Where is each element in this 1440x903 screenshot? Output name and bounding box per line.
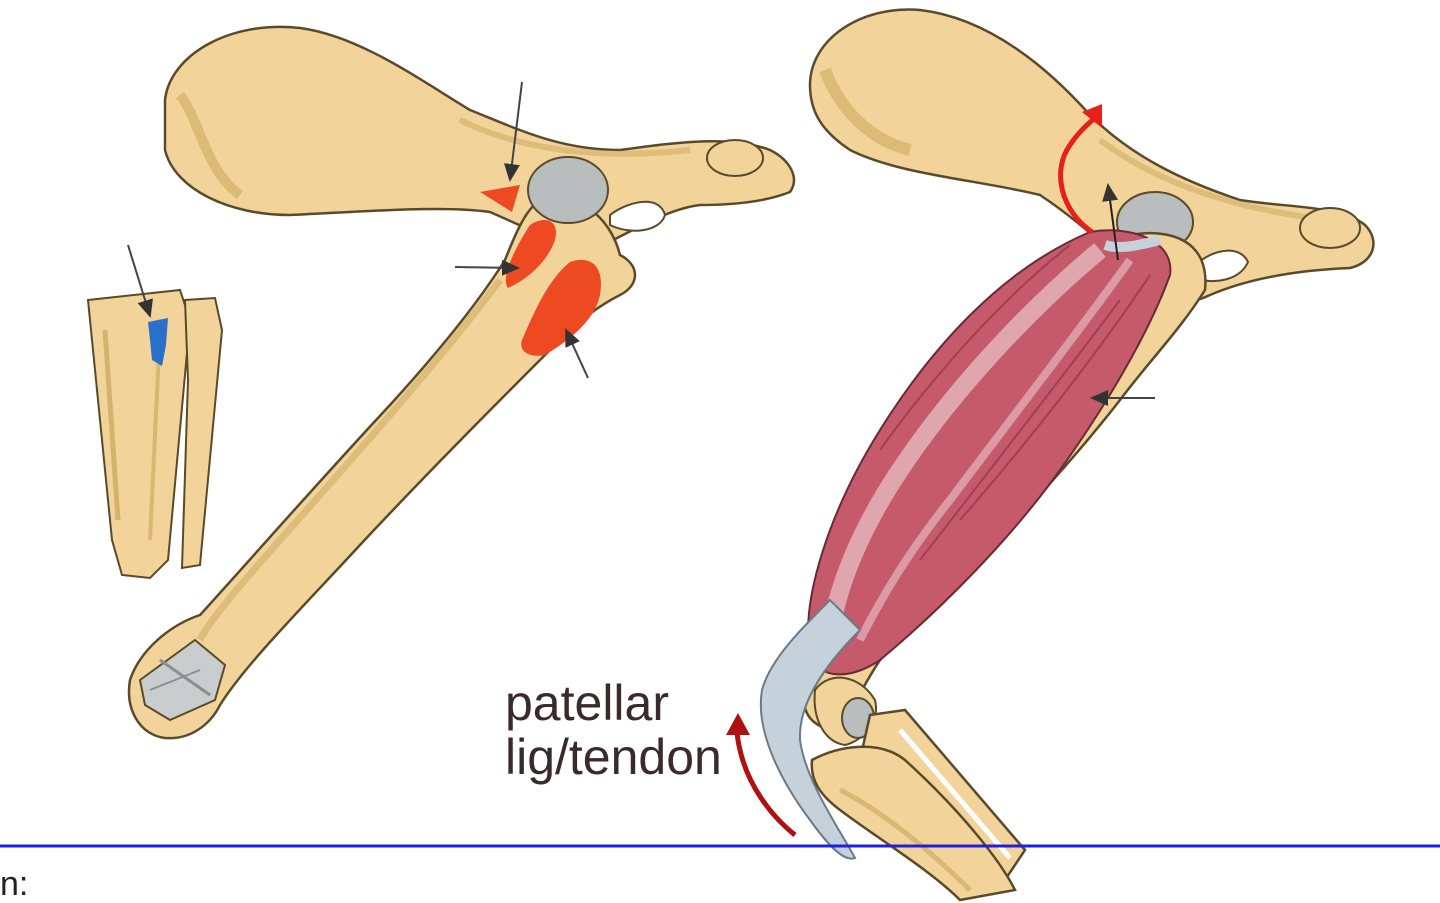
curved-arrow-icon — [726, 713, 750, 735]
distal-condyle-cartilage — [138, 638, 227, 722]
blue-attachment-marker — [148, 318, 168, 366]
tibia-right — [810, 676, 1027, 902]
patellar-label-line2: lig/tendon — [505, 729, 722, 785]
patellar-label-line1: patellar — [505, 675, 669, 731]
femoral-head-cartilage — [527, 156, 609, 224]
pointer-lines-left — [454, 81, 589, 379]
quadriceps-muscle — [807, 229, 1172, 676]
pelvis-left — [163, 25, 796, 252]
curved-arrow-icon — [1082, 104, 1102, 128]
rotation-arrow-red — [1058, 104, 1102, 235]
patellar-tendon — [759, 598, 862, 860]
femur-left — [127, 156, 637, 740]
tibia-fibula-fragment — [86, 244, 224, 580]
patellar-tendon-label: patellar lig/tendon — [505, 676, 722, 784]
bottom-text-fragment: n: — [0, 865, 29, 903]
extension-arrow-dark-red — [726, 713, 797, 837]
pointer-lines-right — [1090, 183, 1155, 406]
